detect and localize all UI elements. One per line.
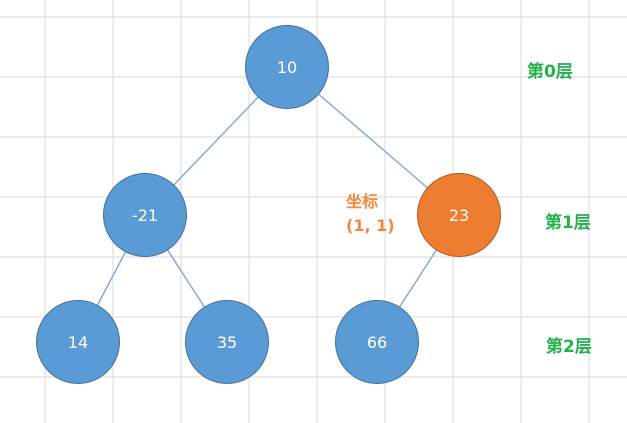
level-label-2: 第2层 xyxy=(546,337,592,357)
node-value: 14 xyxy=(67,332,89,352)
level-label-1: 第1层 xyxy=(545,213,591,233)
node-value: 35 xyxy=(216,332,238,352)
tree-node-level2-third: 66 xyxy=(335,300,419,384)
annotation-coordinates: (1, 1) xyxy=(346,216,395,235)
tree-node-level1-left: -21 xyxy=(103,173,187,257)
node-value: 66 xyxy=(366,332,388,352)
node-value: 23 xyxy=(448,205,470,225)
annotation-title: 坐标 xyxy=(346,192,379,211)
tree-node-root: 10 xyxy=(245,25,329,109)
node-value: 10 xyxy=(276,57,298,77)
node-value: -21 xyxy=(131,205,159,225)
tree-node-level1-right-highlighted: 23 xyxy=(417,173,501,257)
coordinate-annotation: 坐标 (1, 1) xyxy=(346,190,395,238)
level-label-0: 第0层 xyxy=(527,62,573,82)
tree-node-level2-second: 35 xyxy=(185,300,269,384)
tree-node-level2-first: 14 xyxy=(36,300,120,384)
